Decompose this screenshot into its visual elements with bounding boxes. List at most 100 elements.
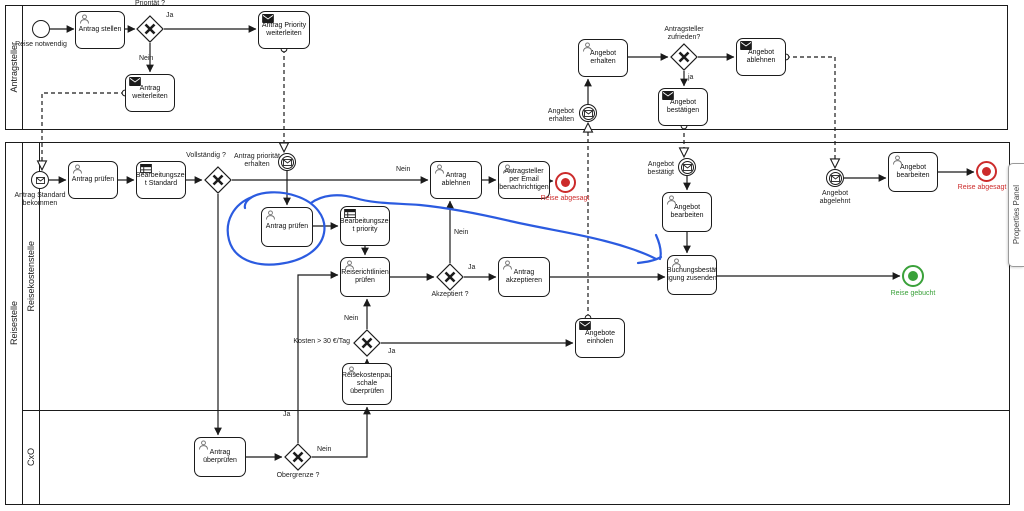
task-label: Angebot bearbeiten [896, 163, 930, 179]
task-antrag-ablehnen[interactable]: Antrag ablehnen [430, 161, 482, 199]
user-task-icon [265, 210, 276, 220]
task-label: Antrag akzeptieren [505, 268, 543, 284]
edge-label-ja: Ja [166, 12, 174, 19]
properties-panel-toggle[interactable]: Properties Panel [1008, 163, 1024, 267]
task-reisekostenpauschale-ueberpruefen[interactable]: Reisekostenpau schale überprüfen [342, 363, 392, 405]
task-label: Antrag ablehnen [441, 171, 471, 187]
end-event-reise-abgesagt-1-label: Reise abgesagt [540, 195, 590, 202]
lane-cxo-label: CxO [25, 448, 36, 466]
end-event-reise-abgesagt-1[interactable] [555, 172, 576, 193]
task-antrag-pruefen-standard[interactable]: Antrag prüfen [68, 161, 118, 199]
task-antrag-weiterleiten[interactable]: Antrag weiterleiten [125, 74, 175, 112]
terminate-icon [908, 271, 918, 281]
gateway-akzeptiert[interactable] [436, 263, 464, 291]
message-event-angebot-abgelehnt[interactable] [826, 169, 844, 187]
message-icon [35, 176, 45, 184]
send-task-icon [129, 77, 141, 86]
user-task-icon [666, 195, 677, 205]
task-antrag-priority-weiterleiten[interactable]: Antrag Priority weiterleiten [258, 11, 310, 49]
task-label: Antrag stellen [78, 25, 122, 33]
user-task-icon [892, 155, 903, 165]
task-antragsteller-per-email-benachrichtigen[interactable]: Antragsteller per Email benachrichtigen [498, 161, 550, 199]
gateway-antragsteller-zufrieden-label: Antragsteller zufrieden? [664, 26, 704, 42]
message-start-event-antrag-standard[interactable] [31, 171, 49, 189]
task-bearbeitungszeit-standard[interactable]: Bearbeitungszei t Standard [136, 161, 186, 199]
message-event-angebot-bestaetigt[interactable] [678, 158, 696, 176]
task-label: Reisekostenpau schale überprüfen [341, 371, 393, 396]
edge-label-ja: ja [688, 74, 694, 81]
pool-reisestelle-label: Reisestelle [9, 301, 19, 346]
gateway-kosten[interactable] [353, 329, 381, 357]
gateway-akzeptiert-label: Akzeptiert ? [431, 291, 469, 298]
task-label: Reiserichtlinien prüfen [341, 268, 389, 284]
task-antrag-ueberpruefen[interactable]: Antrag überprüfen [194, 437, 246, 477]
task-angebot-ablehnen[interactable]: Angebot ablehnen [736, 38, 786, 76]
task-antrag-stellen[interactable]: Antrag stellen [75, 11, 125, 49]
task-label: Angebot erhalten [589, 49, 617, 65]
lane-divider [22, 410, 1009, 411]
task-label: Antrag prüfen [265, 222, 309, 230]
edge-label-nein: Nein [317, 446, 332, 453]
user-task-icon [79, 14, 90, 24]
properties-panel-label: Properties Panel [1012, 185, 1021, 245]
task-label: Angebot ablehnen [746, 48, 776, 64]
gateway-vollstaendig[interactable] [204, 166, 232, 194]
user-task-icon [344, 260, 355, 270]
user-task-icon [502, 164, 513, 174]
edge-label-nein: Nein [396, 166, 411, 173]
gateway-vollstaendig-label: Vollständig ? [186, 152, 226, 159]
task-angebot-bearbeiten-2[interactable]: Angebot bearbeiten [888, 152, 938, 192]
send-task-icon [579, 321, 591, 330]
message-event-antrag-prioritaet[interactable] [278, 153, 296, 171]
message-event-angebot-abgelehnt-label: Angebot abgelehnt [819, 190, 851, 206]
terminate-icon [982, 167, 991, 176]
task-label: Angebot bestätigen [666, 98, 700, 114]
lane-reisekostenstelle-band[interactable]: Reisekostenstelle [22, 143, 40, 410]
end-event-reise-abgesagt-2-label: Reise abgesagt [957, 184, 1007, 191]
start-event-reise-notwendig[interactable] [32, 20, 50, 38]
pool-antragsteller-label-band[interactable]: Antragsteller [6, 6, 23, 129]
message-event-angebot-bestaetigt-label: Angebot bestätigt [647, 161, 674, 177]
gateway-obergrenze[interactable] [284, 443, 312, 471]
message-icon [581, 106, 595, 120]
task-label: Angebote einholen [585, 329, 615, 345]
task-label: Antrag prüfen [71, 175, 115, 183]
task-angebot-bestaetigen[interactable]: Angebot bestätigen [658, 88, 708, 126]
gateway-antragsteller-zufrieden[interactable] [670, 43, 698, 71]
task-label: Antrag weiterleiten [132, 84, 168, 100]
gateway-kosten-label: Kosten > 30 €/Tag [293, 338, 350, 345]
end-event-reise-abgesagt-2[interactable] [976, 161, 997, 182]
task-angebote-einholen[interactable]: Angebote einholen [575, 318, 625, 358]
user-task-icon [671, 258, 682, 268]
user-task-icon [502, 260, 513, 270]
task-antrag-pruefen-priority[interactable]: Antrag prüfen [261, 207, 313, 247]
task-label: Antragsteller per Email benachrichtigen [499, 167, 549, 192]
message-icon [280, 155, 294, 169]
gateway-obergrenze-label: Obergrenze ? [276, 472, 320, 479]
pool-reisestelle-label-band[interactable]: Reisestelle [6, 143, 23, 504]
lane-cxo-band[interactable]: CxO [22, 410, 40, 504]
edge-label-ja: Ja [468, 264, 476, 271]
message-event-antrag-prioritaet-label: Antrag priorität erhalten [234, 153, 280, 169]
gateway-prioritaet-label: Priorität ? [135, 0, 165, 7]
task-angebot-erhalten[interactable]: Angebot erhalten [578, 39, 628, 77]
task-label: Buchungsbestät igung zusenden [666, 266, 718, 282]
task-label: Antrag überprüfen [203, 448, 237, 464]
message-event-angebot-erhalten-label: Angebot erhalten [547, 108, 574, 124]
send-task-icon [662, 91, 674, 100]
message-event-angebot-erhalten[interactable] [579, 104, 597, 122]
task-reiserichtlinien-pruefen[interactable]: Reiserichtlinien prüfen [340, 257, 390, 297]
user-task-icon [72, 164, 83, 174]
message-start-event-antrag-standard-label: Antrag Standard bekommen [14, 192, 66, 208]
task-label: Antrag Priority weiterleiten [261, 21, 307, 37]
task-antrag-akzeptieren[interactable]: Antrag akzeptieren [498, 257, 550, 297]
task-buchungsbestaetigung-zusenden[interactable]: Buchungsbestät igung zusenden [667, 255, 717, 295]
end-event-reise-gebucht[interactable] [902, 265, 924, 287]
gateway-prioritaet[interactable] [136, 15, 164, 43]
user-task-icon [582, 42, 593, 52]
task-angebot-bearbeiten-1[interactable]: Angebot bearbeiten [662, 192, 712, 232]
terminate-icon [561, 178, 570, 187]
lane-reisekostenstelle-label: Reisekostenstelle [25, 241, 36, 312]
task-bearbeitungszeit-priority[interactable]: Bearbeitungszei t priority [340, 206, 390, 246]
